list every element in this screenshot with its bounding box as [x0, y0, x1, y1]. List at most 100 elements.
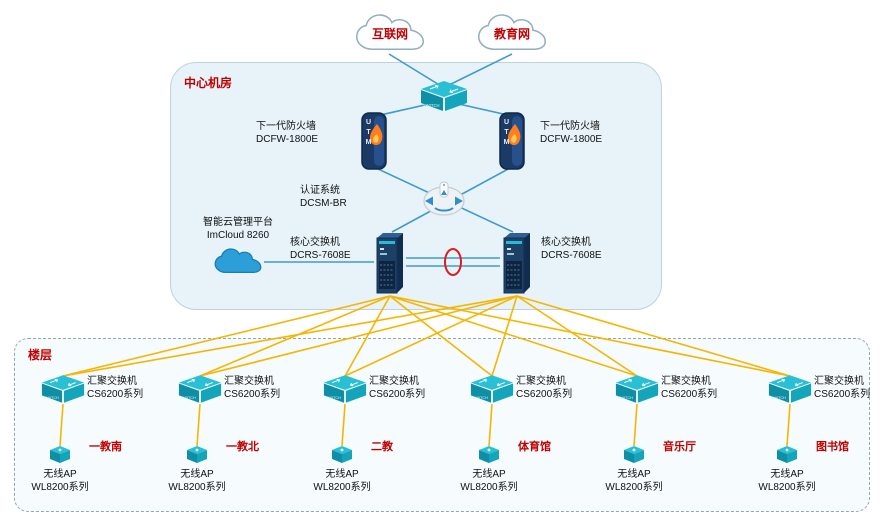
device-name: 无线AP [617, 469, 651, 480]
wireless-ap-label: 无线AP WL8200系列 [295, 468, 389, 494]
device-model: CS6200系列 [814, 389, 871, 400]
core-switch-right [499, 228, 535, 296]
wireless-ap-label: 无线AP WL8200系列 [13, 468, 107, 494]
internet-cloud-label: 互联网 [371, 27, 408, 41]
aggregation-switch-label: 汇聚交换机 CS6200系列 [87, 375, 143, 401]
blue-cloud-icon [214, 248, 262, 274]
device-model: DCSM-BR [300, 198, 347, 209]
device-name: 无线AP [325, 469, 359, 480]
device-model: CS6200系列 [661, 389, 718, 400]
ap-icon [332, 446, 352, 463]
aggregation-switch-label: 汇聚交换机 CS6200系列 [661, 375, 717, 401]
switch-icon: SWITCH [470, 375, 514, 403]
switch-icon: SWITCH [421, 81, 467, 111]
auth-system-label: 认证系统 DCSM-BR [300, 184, 347, 210]
device-model: CS6200系列 [224, 389, 281, 400]
ap-icon [50, 446, 70, 463]
device-name: 汇聚交换机 [369, 376, 419, 387]
wireless-ap-label: 无线AP WL8200系列 [740, 468, 834, 494]
location-label: 一教南 [89, 441, 122, 453]
floor-title: 楼层 [28, 348, 53, 362]
aggregation-switch-label: 汇聚交换机 CS6200系列 [224, 375, 280, 401]
device-model: CS6200系列 [369, 389, 426, 400]
aggregation-switch: SWITCH [615, 374, 659, 404]
wireless-ap-label: 无线AP WL8200系列 [587, 468, 681, 494]
auth-system [421, 176, 467, 218]
switch-icon-text: SWITCH [473, 396, 488, 400]
cloud-icon [355, 14, 425, 50]
firewall-icon [361, 112, 387, 170]
switch-icon-text: SWITCH [423, 103, 440, 108]
device-name: 下一代防火墙 [540, 121, 600, 132]
wireless-ap [621, 444, 647, 464]
aggregation-switch: SWITCH [323, 374, 367, 404]
ap-icon [624, 446, 644, 463]
device-model: ImCloud 8260 [206, 230, 270, 241]
ap-icon [187, 446, 207, 463]
device-name: 无线AP [180, 469, 214, 480]
utm-label: UTM [503, 119, 510, 149]
device-name: 汇聚交换机 [516, 376, 566, 387]
switch-icon-text: SWITCH [326, 396, 341, 400]
wireless-ap [47, 444, 73, 464]
device-name: 认证系统 [300, 185, 340, 196]
agg-group-5: SWITCH 汇聚交换机 CS6200系列 音乐厅 无线AP WL8200系列 [605, 374, 775, 519]
device-name: 汇聚交换机 [224, 376, 274, 387]
switch-icon: SWITCH [615, 375, 659, 403]
utm-label: UTM [365, 119, 372, 149]
location-label: 体育馆 [518, 441, 551, 453]
device-name: 核心交换机 [541, 237, 591, 248]
auth-system-icon [423, 181, 465, 216]
core-switch-icon [376, 233, 403, 294]
switch-icon-text: SWITCH [771, 396, 786, 400]
wireless-ap [476, 444, 502, 464]
switch-icon-text: SWITCH [181, 396, 196, 400]
aggregation-switch-label: 汇聚交换机 CS6200系列 [516, 375, 572, 401]
cloud-icon [477, 14, 547, 50]
aggregation-switch: SWITCH [768, 374, 812, 404]
firewall-left: UTM [360, 112, 388, 170]
firewall-right-label: 下一代防火墙 DCFW-1800E [540, 120, 602, 146]
location-label: 音乐厅 [663, 441, 696, 453]
agg-group-4: SWITCH 汇聚交换机 CS6200系列 体育馆 无线AP WL8200系列 [460, 374, 630, 519]
aggregation-switch-label: 汇聚交换机 CS6200系列 [369, 375, 425, 401]
firewall-left-label: 下一代防火墙 DCFW-1800E [256, 120, 318, 146]
core-switch-left [372, 228, 408, 296]
switch-icon: SWITCH [178, 375, 222, 403]
device-model: DCRS-7608E [290, 250, 351, 261]
agg-group-6: SWITCH 汇聚交换机 CS6200系列 图书馆 无线AP WL8200系列 [758, 374, 884, 519]
device-name: 汇聚交换机 [814, 376, 864, 387]
switch-icon: SWITCH [323, 375, 367, 403]
cloud-platform-label: 智能云管理平台 ImCloud 8260 [174, 216, 302, 242]
device-name: 智能云管理平台 [203, 217, 273, 228]
device-model: WL8200系列 [460, 482, 518, 493]
ap-icon [777, 446, 797, 463]
education-cloud: 教育网 [474, 12, 550, 56]
firewall-right: UTM [498, 112, 526, 170]
core-switch-icon [503, 233, 530, 294]
internet-cloud: 互联网 [352, 12, 428, 56]
device-name: 无线AP [472, 469, 506, 480]
device-model: DCRS-7608E [541, 250, 602, 261]
location-label: 二教 [371, 441, 393, 453]
ap-icon [479, 446, 499, 463]
switch-icon-text: SWITCH [618, 396, 633, 400]
device-name: 无线AP [770, 469, 804, 480]
agg-group-2: SWITCH 汇聚交换机 CS6200系列 一教北 无线AP WL8200系列 [168, 374, 338, 519]
device-name: 核心交换机 [290, 237, 340, 248]
agg-group-1: SWITCH 汇聚交换机 CS6200系列 一教南 无线AP WL8200系列 [31, 374, 201, 519]
core-switch-right-label: 核心交换机 DCRS-7608E [541, 236, 602, 262]
top-switch: SWITCH [420, 80, 468, 112]
wireless-ap-label: 无线AP WL8200系列 [150, 468, 244, 494]
device-name: 汇聚交换机 [87, 376, 137, 387]
device-name: 无线AP [43, 469, 77, 480]
aggregation-switch: SWITCH [41, 374, 85, 404]
device-name: 下一代防火墙 [256, 121, 316, 132]
device-name: 汇聚交换机 [661, 376, 711, 387]
device-model: CS6200系列 [87, 389, 144, 400]
central-room-title: 中心机房 [184, 76, 233, 90]
agg-group-3: SWITCH 汇聚交换机 CS6200系列 二教 无线AP WL8200系列 [313, 374, 483, 519]
device-model: WL8200系列 [168, 482, 226, 493]
aggregation-switch: SWITCH [178, 374, 222, 404]
